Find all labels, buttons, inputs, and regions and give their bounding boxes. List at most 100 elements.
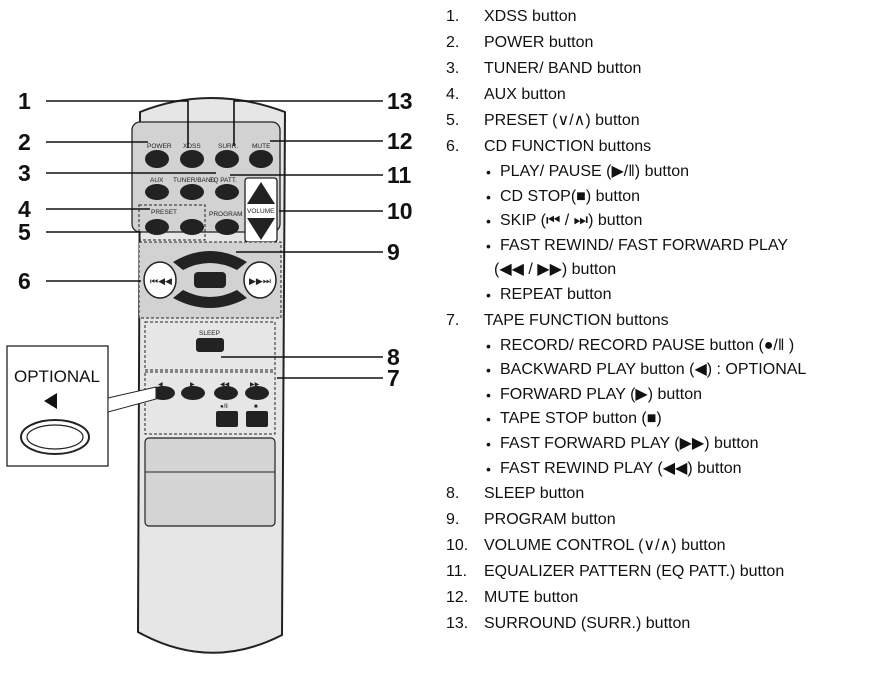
cd-skip-back-button[interactable] (143, 261, 177, 299)
bullet-icon: • (486, 411, 491, 428)
skip-back-icon: ⏮◀◀ (150, 277, 172, 287)
record-pause-icon: ●/‖ (220, 404, 228, 410)
legend-subtext: FAST REWIND/ FAST FORWARD PLAY (500, 236, 789, 254)
optional-backward-button-inner (26, 424, 84, 450)
cd-play-pause-button[interactable] (173, 290, 247, 308)
callout-8: 8 (387, 344, 400, 370)
legend-text: SURROUND (SURR.) button (484, 615, 691, 633)
preset-label: PRESET (151, 209, 177, 216)
legend-subitem: •PLAY/ PAUSE (▶/‖) button (446, 160, 872, 185)
volume-label: VOLUME (247, 208, 275, 215)
preset-up-button[interactable] (180, 219, 204, 235)
tape-ff-icon: ▶▶ (250, 382, 260, 388)
legend-item-7: 7.TAPE FUNCTION buttons (446, 308, 872, 334)
xdss-button[interactable] (180, 150, 204, 168)
legend-subitem: •BACKWARD PLAY button (◀) : OPTIONAL (446, 358, 872, 383)
legend-text: PRESET (∨/∧) button (484, 112, 640, 129)
legend-subitem: • FAST REWIND/ FAST FORWARD PLAY (446, 234, 872, 259)
bullet-icon: • (486, 188, 491, 205)
callout-9: 9 (387, 239, 400, 265)
tape-forward-icon: ▶ (190, 382, 195, 388)
legend-text: MUTE button (484, 589, 579, 607)
sleep-group-box (144, 321, 276, 371)
legend-number: 7. (446, 311, 460, 329)
legend-text: PROGRAM button (484, 511, 616, 529)
legend-number: 12. (446, 589, 469, 607)
legend-text: AUX button (484, 86, 566, 103)
callout-5: 5 (18, 219, 31, 245)
callout-1: 1 (18, 88, 31, 114)
legend-number: 3. (446, 60, 460, 77)
tape-stop-icon: ■ (254, 404, 258, 410)
program-button[interactable] (215, 219, 239, 235)
legend-subitem: •REPEAT button (446, 283, 872, 308)
legend-number: 6. (446, 138, 460, 155)
legend-number: 4. (446, 86, 460, 103)
tape-function-group-box (144, 371, 276, 435)
callout-7: 7 (387, 365, 400, 391)
aux-button[interactable] (145, 184, 169, 200)
legend-subitem: • RECORD/ RECORD PAUSE button (●/‖ ) (446, 334, 872, 359)
legend-text: CD FUNCTION buttons (484, 138, 652, 155)
legend-item-1: 1.XDSS button (446, 4, 872, 30)
sleep-button[interactable] (196, 338, 224, 352)
bullet-icon: • (486, 337, 491, 354)
legend-item-12: 12. MUTE button (446, 585, 872, 611)
legend-item-9: 9. PROGRAM button (446, 507, 872, 533)
aux-button-label: AUX (150, 177, 164, 184)
legend-number: 1. (446, 8, 460, 25)
legend-item-8: 8.SLEEP button (446, 481, 872, 507)
tape-fast-forward-button[interactable] (245, 386, 269, 400)
legend-number: 9. (446, 511, 460, 529)
bullet-icon: • (486, 386, 491, 403)
sleep-button-label: SLEEP (199, 330, 220, 337)
bullet-icon: • (486, 164, 491, 180)
legend-text: EQUALIZER PATTERN (EQ PATT.) button (484, 563, 785, 581)
tuner-band-button-label: TUNER/BAND (173, 177, 216, 184)
callout-10: 10 (387, 198, 413, 224)
power-button[interactable] (145, 150, 169, 168)
legend-subitem-continuation: (◀◀ / ▶▶) button (446, 258, 872, 283)
skip-forward-icon: ▶▶⏭ (249, 277, 271, 287)
tape-stop-button[interactable] (246, 411, 268, 427)
tape-backward-icon: ◀ (158, 382, 163, 388)
legend-number: 2. (446, 34, 460, 51)
legend-subitem: •FAST FORWARD PLAY (▶▶) button (446, 432, 872, 457)
eq-patt-button[interactable] (215, 184, 239, 200)
legend-subitem: •CD STOP(■) button (446, 185, 872, 210)
volume-up-button[interactable] (247, 182, 275, 204)
legend-subtext: RECORD/ RECORD PAUSE button (●/‖ ) (500, 336, 795, 354)
tuner-band-button[interactable] (180, 184, 204, 200)
tape-record-pause-button[interactable] (216, 411, 238, 427)
bullet-icon: • (486, 362, 491, 379)
cd-stop-button[interactable] (194, 272, 226, 288)
surr-button[interactable] (215, 150, 239, 168)
leader-lines (46, 100, 383, 379)
legend-item-10: 10.VOLUME CONTROL (∨/∧) button (446, 533, 872, 559)
legend-subitem: •FORWARD PLAY (▶) button (446, 383, 872, 408)
legend-subtext: (◀◀ / ▶▶) button (494, 261, 617, 279)
volume-down-button[interactable] (247, 218, 275, 240)
legend-number: 8. (446, 485, 460, 503)
legend-item-5: 5.PRESET (∨/∧) button (446, 108, 872, 134)
eq-patt-button-label: EQ PATT. (209, 177, 237, 184)
legend-item-13: 13. SURROUND (SURR.) button (446, 611, 872, 637)
legend-number: 13. (446, 615, 469, 633)
legend-subitem: •FAST REWIND PLAY (◀◀) button (446, 457, 872, 482)
optional-backward-arrow-icon (44, 393, 57, 409)
legend-item-11: 11.EQUALIZER PATTERN (EQ PATT.) button (446, 559, 872, 585)
cd-skip-forward-button[interactable] (243, 261, 277, 299)
callout-11: 11 (387, 162, 412, 188)
cd-top-arc-button[interactable] (173, 251, 247, 270)
legend-number: 10. (446, 537, 469, 555)
tape-backward-play-button[interactable] (151, 386, 175, 400)
tape-rewind-button[interactable] (214, 386, 238, 400)
bullet-icon: • (486, 213, 491, 230)
legend-subtext: REPEAT button (500, 285, 612, 303)
tape-forward-play-button[interactable] (181, 386, 205, 400)
bullet-icon: • (486, 237, 491, 254)
program-button-label: PROGRAM (209, 211, 243, 218)
mute-button[interactable] (249, 150, 273, 168)
power-button-label: POWER (147, 143, 172, 150)
preset-down-button[interactable] (145, 219, 169, 235)
